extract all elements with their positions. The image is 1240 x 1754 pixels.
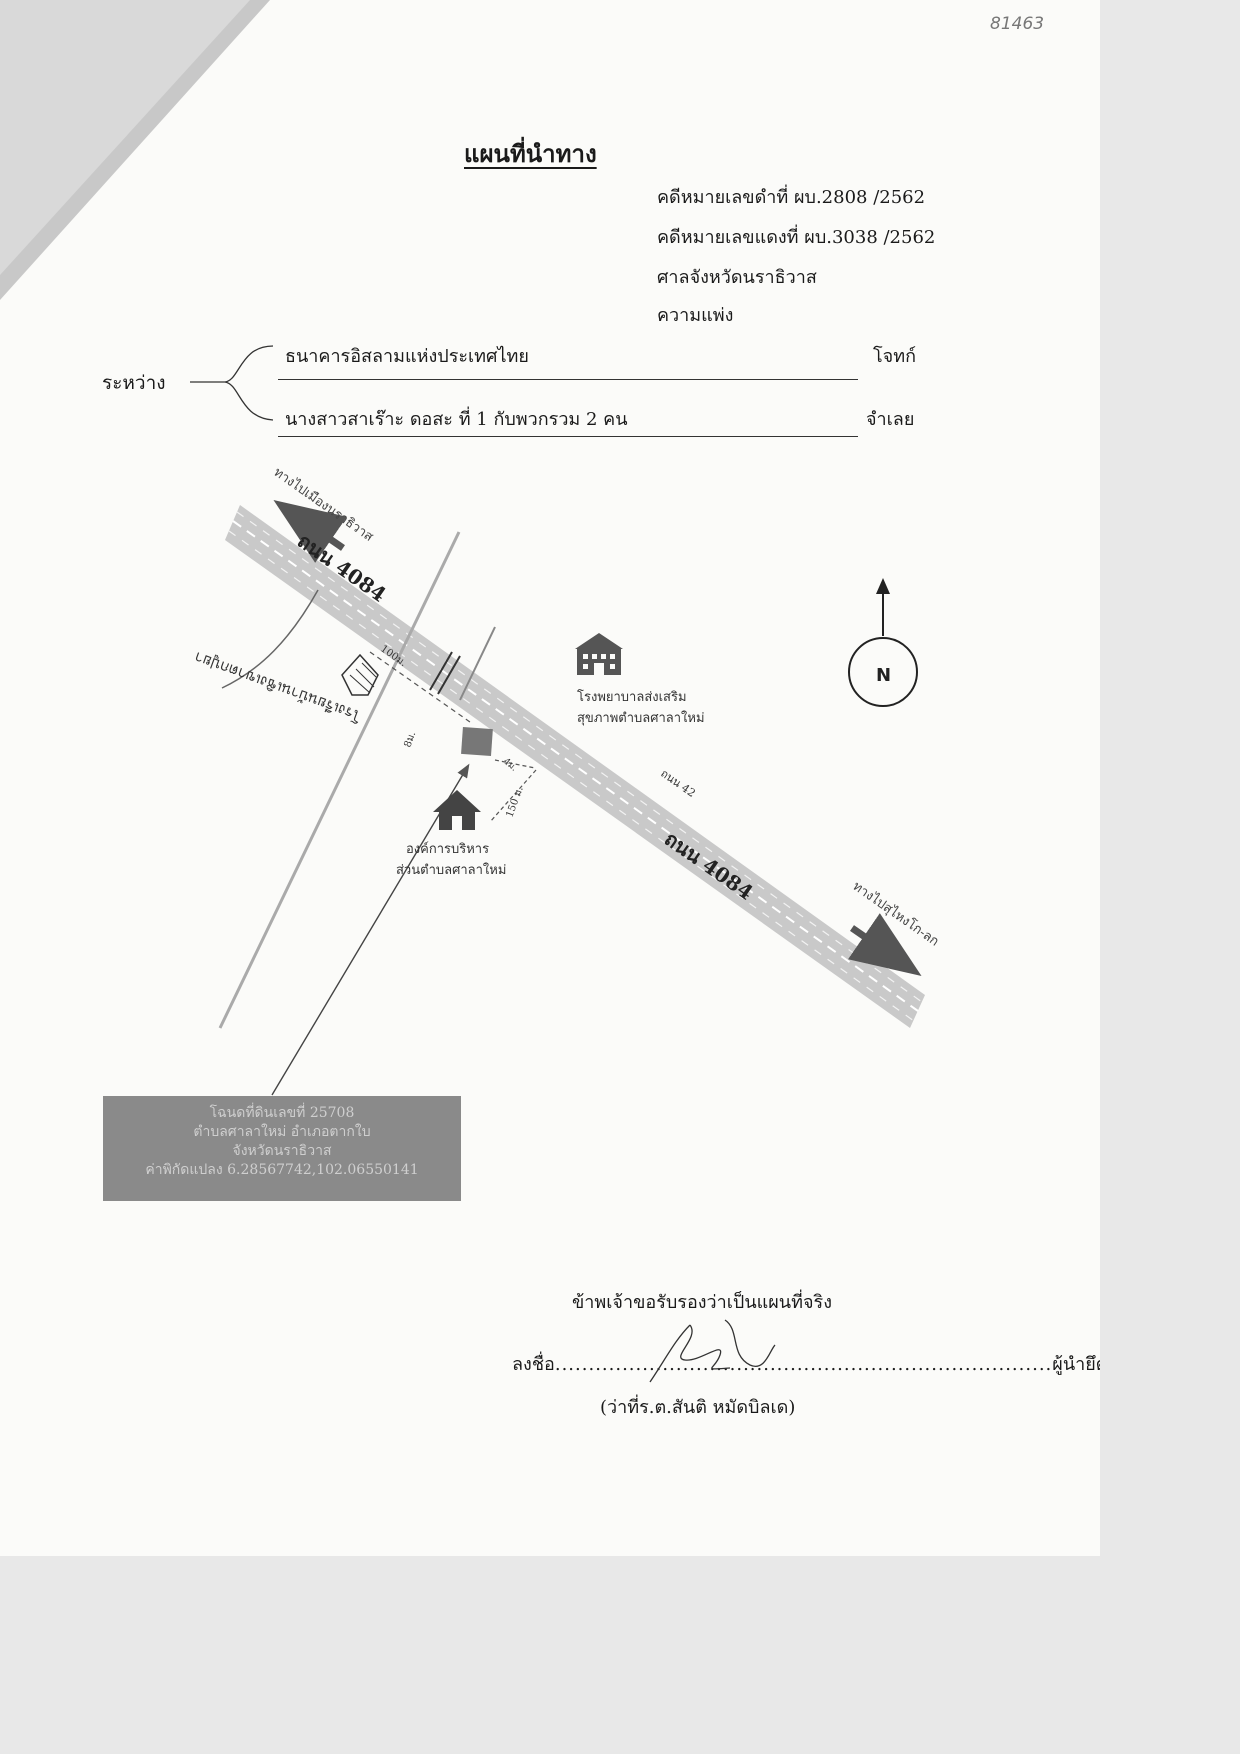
label-distance-side: 8ม. xyxy=(402,730,418,749)
page-title: แผนที่นำทาง xyxy=(464,139,597,168)
sao-house-icon xyxy=(433,790,481,830)
label-distance-small: 4ม. xyxy=(501,757,519,774)
label-hospital-line2: สุขภาพตำบลศาลาใหม่ xyxy=(577,710,705,726)
label-hospital-line1: โรงพยาบาลส่งเสริม xyxy=(577,689,687,705)
defendant-name: นางสาวสาเร๊าะ ดอสะ ที่ 1 กับพวกรวม 2 คน xyxy=(285,409,628,430)
plaintiff-name: ธนาคารอิสลามแห่งประเทศไทย xyxy=(285,346,529,367)
side-road-right xyxy=(459,626,496,701)
label-school-handwritten: โรงเรียนบ้านเชิงเขาตกปูยา xyxy=(192,648,363,725)
dimension-150m xyxy=(489,769,537,823)
folded-corner-shadow xyxy=(0,0,270,300)
label-north: N xyxy=(876,665,891,686)
school-icon xyxy=(341,653,379,696)
deed-line-3: จังหวัดนราธิวาส xyxy=(232,1143,332,1159)
handdrawn-lane xyxy=(221,589,319,689)
handwritten-signature xyxy=(649,1319,776,1383)
label-road-42: ถนน 42 xyxy=(658,767,698,800)
parties-brace xyxy=(190,345,274,421)
signer-role: ผู้นำยึด xyxy=(1052,1354,1100,1375)
label-sao-line1: องค์การบริหาร xyxy=(406,841,489,857)
plaintiff-underline xyxy=(278,379,858,380)
signer-name: (ว่าที่ร.ต.สันติ หมัดบิลเด) xyxy=(600,1397,796,1418)
main-road-4084 xyxy=(225,505,925,1028)
red-case-number: คดีหมายเลขแดงที่ ผบ.3038 /2562 xyxy=(657,227,936,248)
defendant-role: จำเลย xyxy=(866,409,915,430)
handwritten-page-number: 81463 xyxy=(990,14,1045,34)
land-deed-box: โฉนดที่ดินเลขที่ 25708 ตำบลศาลาใหม่ อำเภ… xyxy=(103,1096,461,1201)
signature-line: ลงชื่อ..................................… xyxy=(512,1349,1100,1378)
arrow-to-narathiwat xyxy=(273,500,347,563)
plaintiff-role: โจทก์ xyxy=(873,346,916,367)
route-map: ทางไปเมืองนราธิวาส ถนน 4084 ถนน 4084 ถนน… xyxy=(192,464,942,1096)
court-name: ศาลจังหวัดนราธิวาส xyxy=(657,267,817,288)
defendant-underline xyxy=(278,436,858,437)
deed-line-2: ตำบลศาลาใหม่ อำเภอตากใบ xyxy=(193,1124,371,1140)
case-type: ความแพ่ง xyxy=(657,305,734,326)
arrow-to-sungai-kolok xyxy=(848,913,922,976)
between-label: ระหว่าง xyxy=(102,372,166,394)
sign-label: ลงชื่อ xyxy=(512,1354,555,1375)
deed-pointer-arrow xyxy=(271,763,470,1096)
north-arrow xyxy=(848,578,918,707)
road-mark-1 xyxy=(429,651,453,691)
label-sao-line2: ส่วนตำบลศาลาใหม่ xyxy=(396,862,506,878)
land-plot xyxy=(461,726,493,757)
deed-line-1: โฉนดที่ดินเลขที่ 25708 xyxy=(209,1105,355,1121)
certification-statement: ข้าพเจ้าขอรับรองว่าเป็นแผนที่จริง xyxy=(572,1292,832,1313)
black-case-number: คดีหมายเลขดำที่ ผบ.2808 /2562 xyxy=(657,187,926,208)
road-mark-2 xyxy=(437,655,461,695)
document-page: 81463 แผนที่นำทาง คดีหมายเลขดำที่ ผบ.280… xyxy=(0,0,1100,1556)
hospital-icon xyxy=(575,633,623,675)
dimension-100m xyxy=(369,651,471,723)
signature-dots: ........................................… xyxy=(554,1354,1053,1375)
side-road-left xyxy=(218,531,461,1029)
deed-line-4: ค่าพิกัดแปลง 6.28567742,102.06550141 xyxy=(145,1162,419,1178)
